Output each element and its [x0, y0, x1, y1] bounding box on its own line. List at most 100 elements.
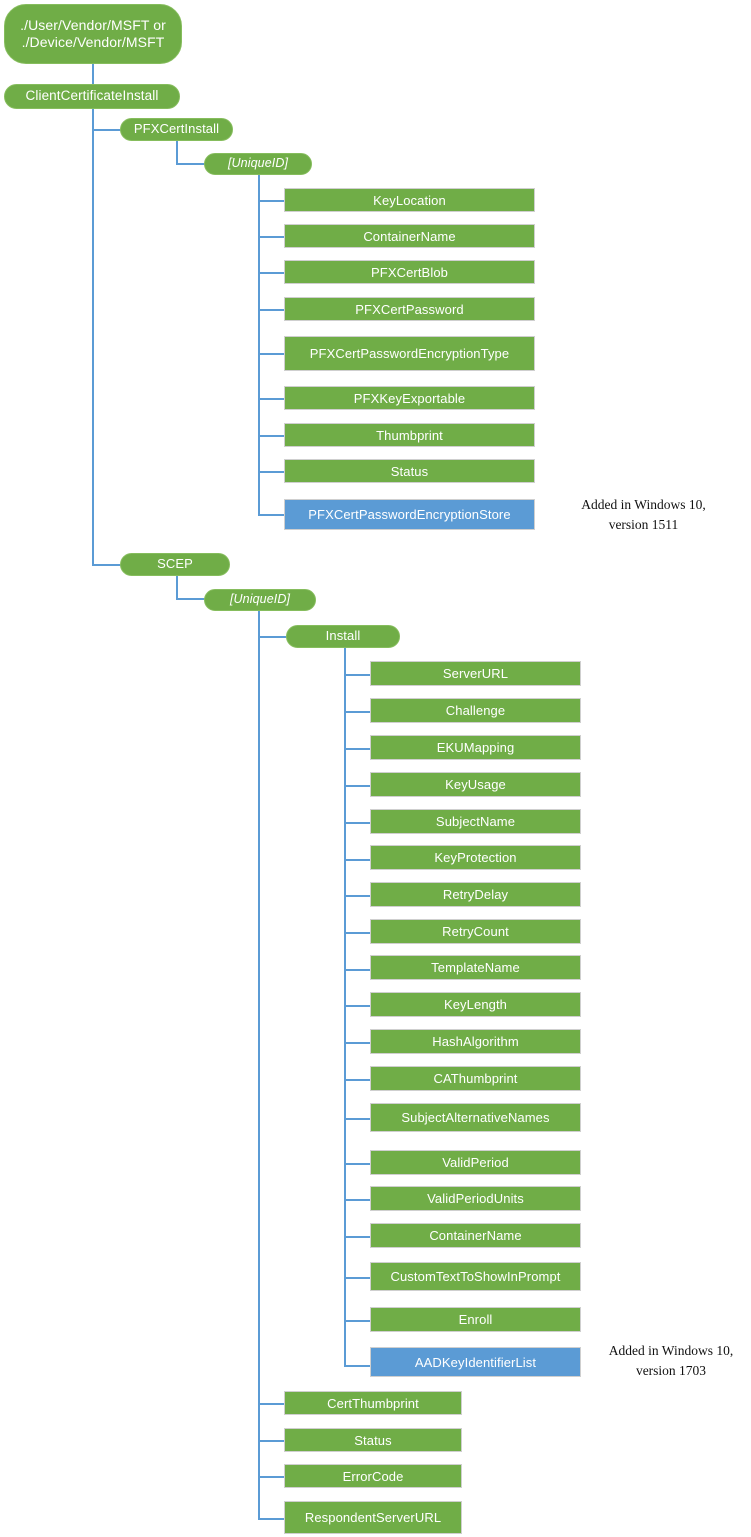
node-root-line1: ./User/Vendor/MSFT or: [20, 16, 166, 33]
connector-stub-serverurl: [344, 674, 372, 676]
connector-stub-pfxkeyexportable: [258, 398, 286, 400]
connector-scep-to-uniqueid-h: [176, 598, 206, 600]
connector-cci-to-pfx: [92, 129, 122, 131]
leaf-challenge-label: Challenge: [445, 703, 506, 718]
node-pfx-unique-id-label: [UniqueID]: [227, 156, 289, 171]
connector-stub-containername-pfx: [258, 236, 286, 238]
leaf-pfxkeyexportable[interactable]: PFXKeyExportable: [284, 386, 535, 410]
connector-stub-cathumbprint: [344, 1079, 372, 1081]
leaf-pfxcertpasswordencryptionstore-label: PFXCertPasswordEncryptionStore: [308, 507, 511, 522]
connector-cci-trunk: [92, 109, 94, 565]
annotation-scep-version-line1: Added in Windows 10,: [608, 1343, 734, 1358]
annotation-pfx-version-line1: Added in Windows 10,: [581, 497, 706, 512]
leaf-customtexttoshowinprompt[interactable]: CustomTextToShowInPrompt: [370, 1262, 581, 1291]
leaf-status-scep[interactable]: Status: [284, 1428, 462, 1452]
connector-stub-retrydelay: [344, 895, 372, 897]
leaf-containername-pfx[interactable]: ContainerName: [284, 224, 535, 248]
connector-root-to-cci: [92, 64, 94, 84]
leaf-status-pfx[interactable]: Status: [284, 459, 535, 483]
leaf-enroll[interactable]: Enroll: [370, 1307, 581, 1332]
leaf-templatename-label: TemplateName: [431, 960, 520, 975]
leaf-pfxcertpassword[interactable]: PFXCertPassword: [284, 297, 535, 321]
leaf-certthumbprint-label: CertThumbprint: [327, 1395, 419, 1411]
node-scep-unique-id[interactable]: [UniqueID]: [204, 589, 316, 611]
leaf-pfxcertblob-label: PFXCertBlob: [371, 264, 448, 280]
leaf-keylocation[interactable]: KeyLocation: [284, 188, 535, 212]
leaf-hashalgorithm-label: HashAlgorithm: [432, 1034, 519, 1049]
leaf-containername-scep[interactable]: ContainerName: [370, 1223, 581, 1248]
connector-pfx-to-uniqueid-h: [176, 163, 206, 165]
connector-stub-pfxcertblob: [258, 272, 286, 274]
connector-stub-validperiodunits: [344, 1199, 372, 1201]
connector-stub-status-pfx: [258, 471, 286, 473]
node-root-line2: ./Device/Vendor/MSFT: [21, 34, 165, 50]
connector-stub-keyusage: [344, 785, 372, 787]
node-pfx-cert-install-label: PFXCertInstall: [133, 121, 220, 137]
connector-stub-pfxcertpasswordencryptiontype: [258, 353, 286, 355]
leaf-subjectname-label: SubjectName: [435, 814, 516, 829]
leaf-keylength[interactable]: KeyLength: [370, 992, 581, 1017]
leaf-keyusage-label: KeyUsage: [445, 777, 506, 792]
leaf-keyprotection[interactable]: KeyProtection: [370, 845, 581, 870]
leaf-keyusage[interactable]: KeyUsage: [370, 772, 581, 797]
leaf-subjectalternativenames-label: SubjectAlternativeNames: [401, 1110, 550, 1125]
leaf-errorcode-label: ErrorCode: [342, 1468, 404, 1484]
node-client-certificate-install-label: ClientCertificateInstall: [25, 88, 159, 104]
leaf-respondentserverurl-label: RespondentServerURL: [304, 1510, 442, 1525]
leaf-validperiodunits[interactable]: ValidPeriodUnits: [370, 1186, 581, 1211]
node-client-certificate-install[interactable]: ClientCertificateInstall: [4, 84, 180, 109]
leaf-thumbprint-label: Thumbprint: [376, 427, 443, 443]
annotation-scep-version: Added in Windows 10, version 1703: [591, 1341, 751, 1380]
node-scep-install[interactable]: Install: [286, 625, 400, 648]
leaf-keyprotection-label: KeyProtection: [434, 850, 517, 865]
connector-stub-validperiod: [344, 1163, 372, 1165]
leaf-subjectname[interactable]: SubjectName: [370, 809, 581, 834]
leaf-keylength-label: KeyLength: [443, 997, 508, 1012]
leaf-aadkeyidentifierlist[interactable]: AADKeyIdentifierList: [370, 1347, 581, 1377]
connector-scep-to-uniqueid-v: [176, 576, 178, 599]
leaf-certthumbprint[interactable]: CertThumbprint: [284, 1391, 462, 1415]
leaf-cathumbprint[interactable]: CAThumbprint: [370, 1066, 581, 1091]
connector-stub-aadkeyidentifierlist: [344, 1365, 372, 1367]
leaf-serverurl-label: ServerURL: [442, 666, 509, 681]
leaf-validperiod[interactable]: ValidPeriod: [370, 1150, 581, 1175]
leaf-respondentserverurl[interactable]: RespondentServerURL: [284, 1501, 462, 1534]
node-pfx-unique-id[interactable]: [UniqueID]: [204, 153, 312, 175]
leaf-subjectalternativenames[interactable]: SubjectAlternativeNames: [370, 1103, 581, 1132]
leaf-hashalgorithm[interactable]: HashAlgorithm: [370, 1029, 581, 1054]
connector-stub-subjectalternativenames: [344, 1118, 372, 1120]
connector-scep-uniqueid-to-install: [258, 636, 288, 638]
leaf-pfxcertblob[interactable]: PFXCertBlob: [284, 260, 535, 284]
leaf-pfxcertpasswordencryptiontype[interactable]: PFXCertPasswordEncryptionType: [284, 336, 535, 371]
node-scep[interactable]: SCEP: [120, 553, 230, 576]
connector-scep-uniqueid-trunk: [258, 611, 260, 1518]
node-scep-install-label: Install: [325, 628, 361, 644]
leaf-validperiodunits-label: ValidPeriodUnits: [427, 1191, 524, 1206]
connector-stub-enroll: [344, 1320, 372, 1322]
leaf-templatename[interactable]: TemplateName: [370, 955, 581, 980]
leaf-retrycount-label: RetryCount: [442, 924, 509, 939]
leaf-serverurl[interactable]: ServerURL: [370, 661, 581, 686]
connector-stub-certthumbprint: [258, 1403, 286, 1405]
leaf-errorcode[interactable]: ErrorCode: [284, 1464, 462, 1488]
annotation-pfx-version-line2: version 1511: [608, 516, 679, 532]
connector-stub-keylocation: [258, 200, 286, 202]
connector-stub-thumbprint: [258, 435, 286, 437]
leaf-pfxcertpasswordencryptionstore[interactable]: PFXCertPasswordEncryptionStore: [284, 499, 535, 530]
connector-pfx-uniqueid-trunk: [258, 175, 260, 515]
leaf-pfxcertpasswordencryptiontype-label: PFXCertPasswordEncryptionType: [309, 346, 510, 361]
leaf-ekumapping[interactable]: EKUMapping: [370, 735, 581, 760]
node-root[interactable]: ./User/Vendor/MSFT or ./Device/Vendor/MS…: [4, 4, 182, 64]
leaf-retrydelay[interactable]: RetryDelay: [370, 882, 581, 907]
leaf-retrycount[interactable]: RetryCount: [370, 919, 581, 944]
connector-stub-status-scep: [258, 1440, 286, 1442]
leaf-thumbprint[interactable]: Thumbprint: [284, 423, 535, 447]
leaf-aadkeyidentifierlist-label: AADKeyIdentifierList: [414, 1354, 537, 1370]
node-pfx-cert-install[interactable]: PFXCertInstall: [120, 118, 233, 141]
connector-stub-challenge: [344, 711, 372, 713]
connector-stub-keylength: [344, 1005, 372, 1007]
leaf-challenge[interactable]: Challenge: [370, 698, 581, 723]
connector-pfx-to-uniqueid-v: [176, 141, 178, 164]
connector-stub-pfxcertpassword: [258, 309, 286, 311]
